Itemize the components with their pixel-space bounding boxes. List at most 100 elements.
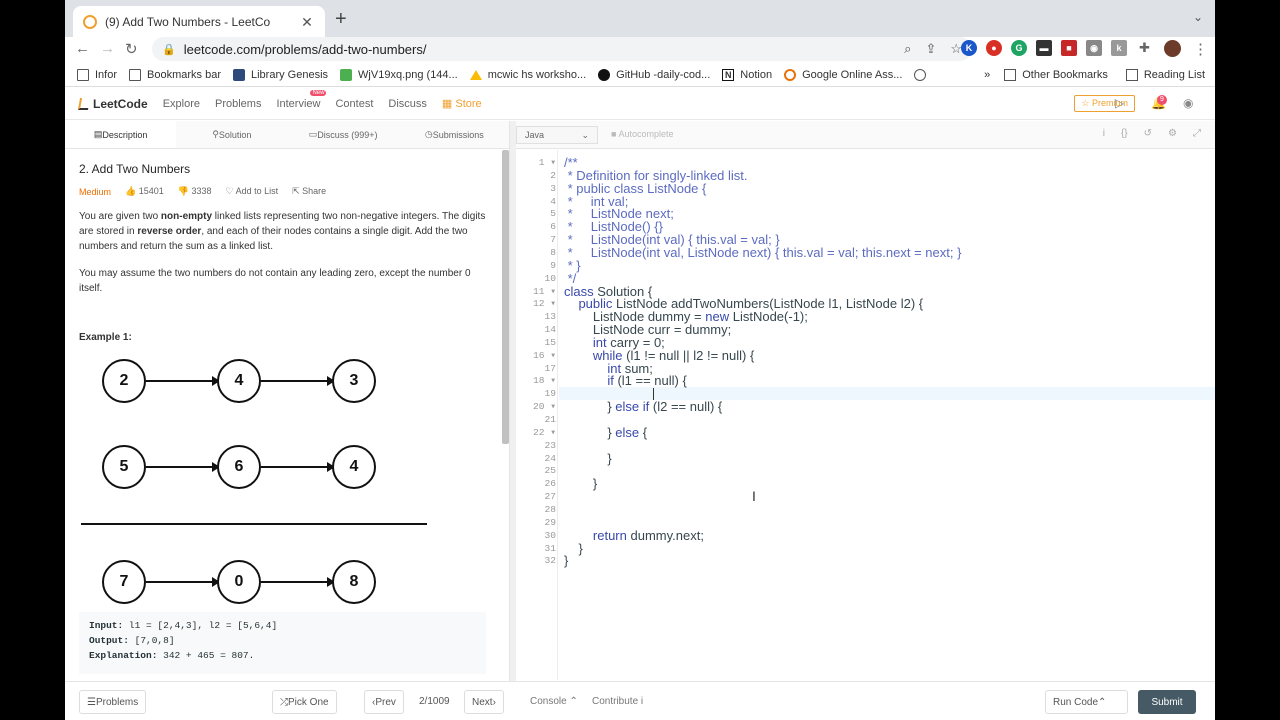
like-button[interactable]: 👍 15401 (125, 186, 164, 196)
line-number: 13 (544, 311, 556, 323)
code-line[interactable]: * public class ListNode { (564, 182, 707, 196)
code-line[interactable]: ListNode dummy = new ListNode(-1); (564, 310, 808, 324)
contribute-link[interactable]: Contribute i (592, 696, 644, 707)
extension-red-icon[interactable]: ● (986, 40, 1002, 56)
code-line[interactable]: ListNode curr = dummy; (564, 323, 731, 337)
line-number: 3 (550, 182, 556, 194)
code-line[interactable]: int carry = 0; (564, 336, 665, 350)
dislike-button[interactable]: 👎 3338 (177, 186, 212, 196)
leetcode-logo[interactable]: LeetCode (77, 97, 148, 111)
tab-discuss[interactable]: ▭ Discuss (999+) (308, 129, 378, 140)
extension-dark-icon[interactable]: ▬ (1036, 40, 1052, 56)
nav-problems[interactable]: Problems (214, 97, 262, 110)
bookmark-item[interactable]: WjV19xq.png (144... (340, 68, 458, 81)
more-bookmarks-icon[interactable]: » (984, 68, 991, 81)
prev-button[interactable]: ‹ Prev (364, 690, 404, 714)
code-line[interactable]: return dummy.next; (564, 529, 704, 543)
camera-icon[interactable]: ◉ (1086, 40, 1102, 56)
tab-submissions[interactable]: ◷ Submissions (424, 129, 484, 140)
nav-explore[interactable]: Explore (162, 97, 200, 110)
extensions-puzzle-icon[interactable]: ✚ (1139, 40, 1150, 55)
extension-video-icon[interactable]: ■ (1061, 40, 1077, 56)
extension-grey-icon[interactable]: k (1111, 40, 1127, 56)
share-icon[interactable]: ⇪ (925, 41, 937, 56)
bookmark-item[interactable]: Library Genesis (233, 68, 328, 81)
info-icon[interactable]: i (1102, 128, 1105, 139)
code-line[interactable]: } (564, 554, 568, 568)
nav-discuss[interactable]: Discuss (388, 97, 427, 110)
reset-icon[interactable]: ↺ (1143, 128, 1153, 139)
description-scrollbar[interactable] (502, 150, 509, 444)
reading-list[interactable]: Reading List (1125, 68, 1205, 81)
description-paragraph: You are given two non-empty linked lists… (79, 211, 486, 252)
forward-icon[interactable]: → (100, 40, 115, 57)
language-select[interactable]: Java⌄ (516, 126, 598, 144)
code-line[interactable]: } (564, 476, 598, 492)
bookmark-star-icon[interactable]: ☆ (950, 41, 962, 56)
bookmark-item[interactable]: Infor (77, 68, 117, 81)
extension-grammarly-icon[interactable]: G (1011, 40, 1027, 56)
braces-icon[interactable]: {} (1120, 128, 1128, 139)
code-line[interactable]: * Definition for singly-linked list. (564, 169, 748, 183)
problem-counter[interactable]: 2/1009 (419, 696, 450, 707)
code-editor[interactable]: 1 ▾/**2 * Definition for singly-linked l… (516, 150, 1215, 680)
console-toggle[interactable]: Console ⌃ (530, 696, 578, 707)
code-line[interactable]: /** (564, 156, 578, 170)
add-to-list-button[interactable]: ♡ Add to List (225, 186, 279, 196)
code-line[interactable]: } else if (l2 == null) { (564, 400, 722, 414)
run-code-button[interactable]: Run Code ⌃ (1045, 690, 1128, 714)
share-button[interactable]: ⇱ Share (292, 186, 327, 196)
bookmark-item[interactable]: Bookmarks bar (129, 68, 221, 81)
back-icon[interactable]: ← (75, 40, 90, 57)
user-avatar-icon[interactable]: ◉ (1183, 96, 1194, 110)
next-button[interactable]: Next › (464, 690, 504, 714)
code-text: } (564, 476, 598, 492)
close-tab-icon[interactable]: ✕ (301, 13, 313, 30)
problems-button[interactable]: ☰ Problems (79, 690, 147, 714)
new-tab-icon[interactable]: + (335, 8, 347, 30)
pick-one-button[interactable]: ⤮ Pick One (272, 690, 337, 714)
code-line[interactable]: public ListNode addTwoNumbers(ListNode l… (564, 297, 923, 311)
bookmark-item[interactable]: Google Online Ass... (784, 68, 902, 81)
menu-kebab-icon[interactable]: ⋮ (1193, 41, 1208, 58)
globe-bookmark[interactable] (914, 68, 932, 81)
nav-store[interactable]: ▦ Store (441, 98, 482, 110)
submit-button[interactable]: Submit (1138, 690, 1196, 714)
pane-resize-handle[interactable] (509, 121, 516, 681)
bookmark-item[interactable]: mcwic hs worksho... (469, 69, 586, 81)
code-line[interactable]: if (l1 == null) { (564, 374, 687, 388)
tab-solution[interactable]: ⚲ Solution (212, 129, 252, 140)
reload-icon[interactable]: ↻ (125, 41, 138, 58)
code-line[interactable]: */ (564, 272, 577, 286)
playground-icon[interactable]: ▷ (1115, 96, 1125, 110)
folder-icon (129, 68, 142, 81)
browser-tab[interactable]: (9) Add Two Numbers - LeetCo ✕ (73, 6, 325, 38)
code-line[interactable]: class Solution { (564, 285, 652, 299)
code-line[interactable]: * ListNode next; (564, 207, 674, 221)
other-bookmarks[interactable]: Other Bookmarks (1004, 68, 1108, 81)
code-line[interactable]: * ListNode() {} (564, 220, 663, 234)
code-line[interactable]: } else { (564, 426, 647, 440)
nav-contest[interactable]: Contest (335, 97, 374, 110)
code-line[interactable]: while (l1 != null || l2 != null) { (564, 349, 754, 363)
zoom-icon[interactable]: ⌕ (904, 41, 912, 56)
code-line[interactable]: * int val; (564, 195, 629, 209)
tab-description[interactable]: ▤ Description (65, 121, 177, 148)
code-line[interactable]: * ListNode(int val) { this.val = val; } (564, 233, 780, 247)
settings-icon[interactable]: ⚙ (1168, 128, 1177, 139)
extension-k-icon[interactable]: K (961, 40, 977, 56)
code-line[interactable]: * } (564, 259, 581, 273)
profile-avatar[interactable] (1164, 40, 1181, 57)
tab-search-chevron-icon[interactable]: ⌄ (1192, 10, 1203, 24)
autocomplete-toggle[interactable]: ■ Autocomplete (611, 129, 674, 139)
code-line[interactable]: } (564, 452, 611, 466)
bookmark-item[interactable]: GitHub -daily-cod... (598, 68, 710, 81)
premium-button[interactable]: ☆ Premium (1074, 95, 1135, 112)
fullscreen-icon[interactable]: ⤢ (1193, 128, 1201, 139)
code-line[interactable]: * ListNode(int val, ListNode next) { thi… (564, 246, 962, 260)
code-line[interactable]: } (564, 542, 582, 556)
address-bar[interactable]: 🔒 leetcode.com/problems/add-two-numbers/… (152, 37, 972, 61)
code-line[interactable]: int sum; (564, 362, 653, 376)
